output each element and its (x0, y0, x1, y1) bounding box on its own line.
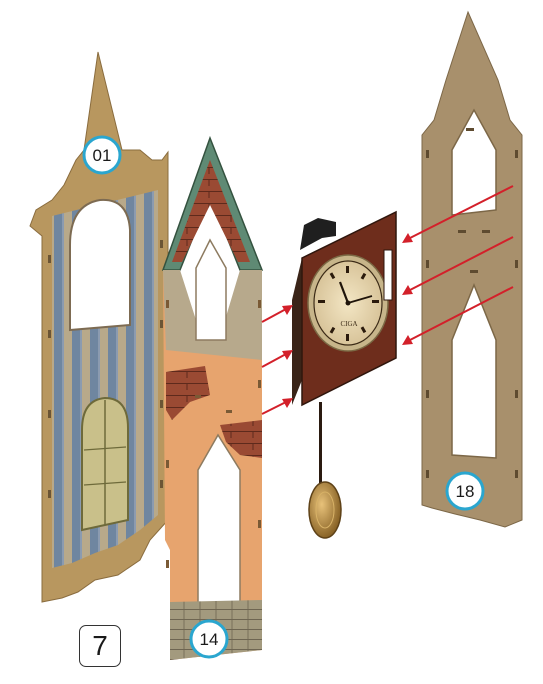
part-number-01: 01 (93, 146, 112, 165)
tower-panel-18 (422, 12, 522, 527)
tower-panel-14 (163, 138, 262, 660)
red-arrow-icon (262, 305, 293, 322)
part-callout-14: 14 (191, 621, 227, 657)
part-callout-01: 01 (84, 137, 120, 173)
part-callout-18: 18 (447, 473, 483, 509)
red-arrow-icon (262, 350, 293, 367)
part-number-18: 18 (456, 482, 475, 501)
step-number-badge: 7 (79, 625, 121, 667)
part-number-14: 14 (200, 630, 219, 649)
tower-panel-01 (30, 52, 168, 602)
clock-brand-label: CIGA (340, 320, 357, 328)
red-arrow-icon (262, 398, 293, 414)
clock-assembly: CIGA (292, 212, 396, 538)
